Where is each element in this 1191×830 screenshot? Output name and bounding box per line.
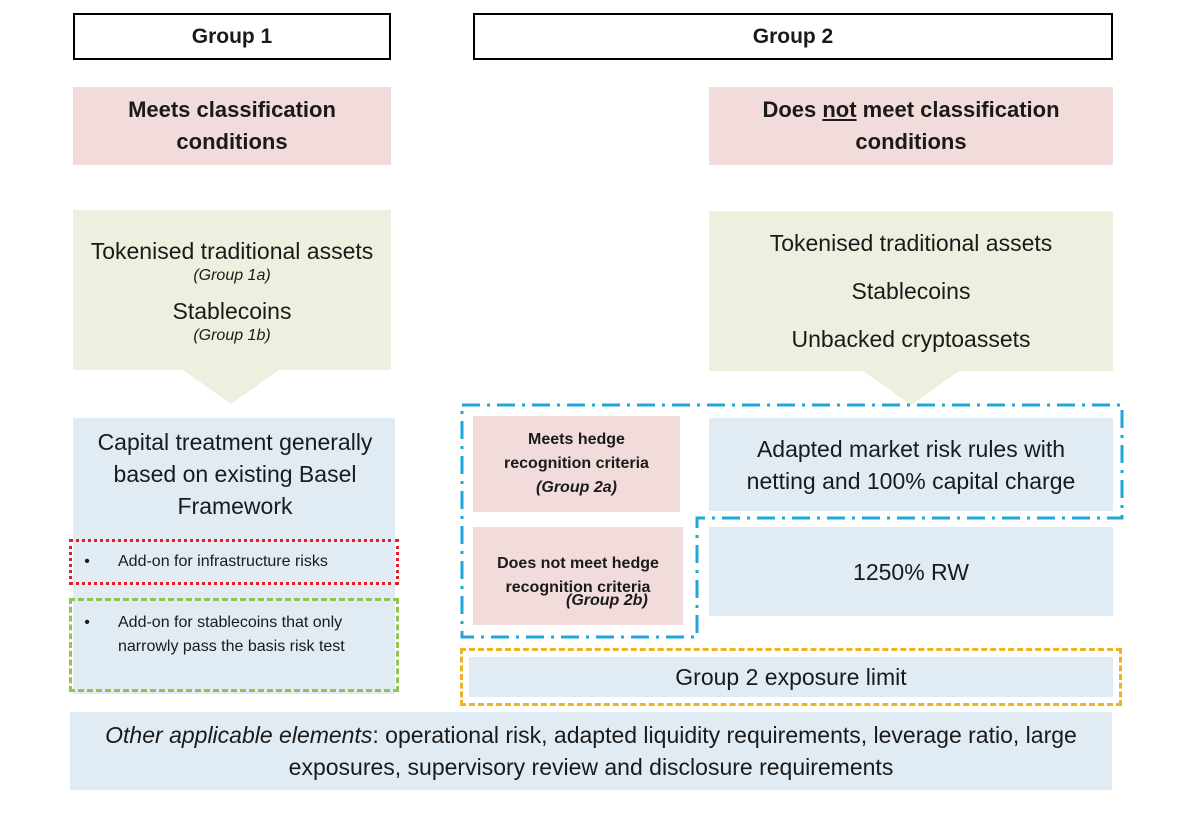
hedge-not-text: Does not meet hedge recognition criteria bbox=[497, 555, 659, 596]
other-elements-text: Other applicable elements: operational r… bbox=[80, 719, 1102, 783]
group2-asset-1: Stablecoins bbox=[851, 278, 971, 304]
group1-asset-b: Stablecoins bbox=[172, 298, 292, 324]
other-elements-body: : operational risk, adapted liquidity re… bbox=[288, 722, 1077, 780]
group2-asset-0: Tokenised traditional assets bbox=[769, 230, 1053, 256]
group1-header: Group 1 bbox=[73, 13, 391, 60]
group2-assets-box: Tokenised traditional assets Stablecoins… bbox=[709, 211, 1113, 371]
market-risk-text: Adapted market risk rules with netting a… bbox=[746, 435, 1076, 494]
hedge-not-box: Does not meet hedge recognition criteria bbox=[473, 527, 683, 625]
addon-infrastructure-box: • Add-on for infrastructure risks bbox=[69, 539, 399, 585]
hedge-meets-box: Meets hedge recognition criteria (Group … bbox=[473, 416, 680, 512]
group1-assets-box: Tokenised traditional assets (Group 1a) … bbox=[73, 210, 391, 370]
condition-not: not bbox=[822, 97, 857, 122]
exposure-limit-box: Group 2 exposure limit bbox=[460, 648, 1122, 706]
group1-condition-box: Meets classification conditions bbox=[73, 87, 391, 165]
condition-pre: Does bbox=[762, 97, 823, 122]
hedge-meets-text: Meets hedge recognition criteria bbox=[504, 431, 649, 472]
group2-condition-text: Does not meet classification conditions bbox=[749, 94, 1073, 158]
market-risk-box: Adapted market risk rules with netting a… bbox=[709, 418, 1113, 511]
addon-stablecoins-box: • Add-on for stablecoins that only narro… bbox=[69, 598, 399, 692]
group1-asset-a: Tokenised traditional assets bbox=[90, 238, 374, 264]
group2-header: Group 2 bbox=[473, 13, 1113, 60]
addon-stablecoins-text: Add-on for stablecoins that only narrowl… bbox=[118, 614, 345, 655]
group1-treatment-text: Capital treatment generally based on exi… bbox=[97, 429, 373, 519]
exposure-limit-inner: Group 2 exposure limit bbox=[469, 657, 1113, 697]
group2-condition-box: Does not meet classification conditions bbox=[709, 87, 1113, 165]
other-elements-label: Other applicable elements bbox=[105, 722, 373, 748]
group1-asset-a-sub: (Group 1a) bbox=[193, 267, 271, 284]
group1-asset-b-sub: (Group 1b) bbox=[193, 327, 271, 344]
bullet-icon: • bbox=[84, 614, 90, 631]
group2-header-label: Group 2 bbox=[752, 24, 834, 48]
condition-post: meet classification conditions bbox=[855, 97, 1060, 154]
exposure-limit-text: Group 2 exposure limit bbox=[675, 664, 907, 690]
hedge-not-group: (Group 2b) bbox=[566, 592, 648, 609]
group1-header-label: Group 1 bbox=[191, 24, 273, 48]
group1-treatment-panel bbox=[73, 418, 395, 694]
rw-box: 1250% RW bbox=[709, 527, 1113, 616]
group1-condition-text: Meets classification conditions bbox=[128, 97, 336, 154]
bullet-icon: • bbox=[84, 553, 90, 570]
other-elements-box: Other applicable elements: operational r… bbox=[70, 712, 1112, 790]
hedge-meets-group: (Group 2a) bbox=[536, 479, 617, 496]
rw-text: 1250% RW bbox=[853, 558, 969, 585]
group2-asset-2: Unbacked cryptoassets bbox=[791, 326, 1031, 352]
addon-infrastructure-text: Add-on for infrastructure risks bbox=[118, 553, 328, 570]
